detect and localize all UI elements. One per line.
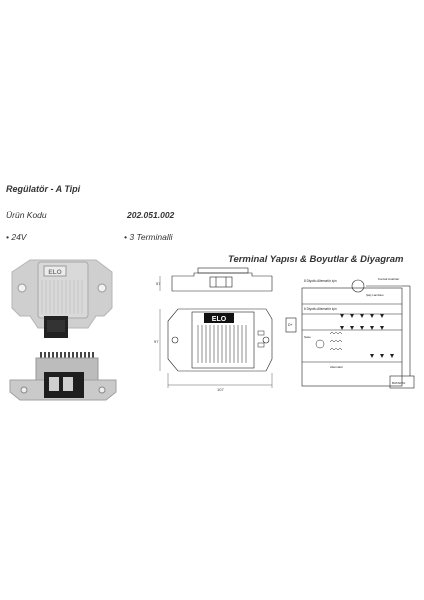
label-ground: Şase: [304, 335, 311, 339]
drawing-brand-text: ELO: [212, 316, 227, 323]
brand-logo-text: ELO: [48, 269, 61, 276]
label-battery: BATARYA: [392, 381, 405, 385]
label-ignition-switch: Kontak Anahtarı: [378, 277, 400, 281]
product-title: Regülatör - A Tipi: [6, 184, 81, 194]
regulator-side-photo: [9, 352, 117, 401]
label-d-plus: D+: [288, 323, 293, 327]
spec-voltage: • 24V: [6, 232, 27, 242]
label-charge-lamp: Şarj Lambası: [366, 293, 384, 297]
diagram-title: Terminal Yapısı & Boyutlar & Diyagram: [228, 254, 404, 265]
label-6-diode: 6 Diyotlu Alternatör için: [304, 307, 337, 311]
dim-height-small: 57: [156, 281, 161, 286]
dim-width: 107: [217, 387, 224, 392]
product-code-value: 202.051.002: [127, 210, 175, 220]
dimension-drawing: ELO 57 97 107: [154, 267, 273, 392]
regulator-front-photo: ELO: [11, 259, 113, 338]
label-8-diode: 8 Diyotlu Alternatör için: [304, 279, 337, 283]
product-code-label: Ürün Kodu: [6, 210, 47, 220]
label-alternator: Alternatör: [330, 365, 343, 369]
spec-terminals: • 3 Terminalli: [124, 232, 173, 242]
dim-height-large: 97: [154, 339, 159, 344]
circuit-diagram: 8 Diyotlu Alternatör için 6 Diyotlu Alte…: [285, 277, 415, 389]
